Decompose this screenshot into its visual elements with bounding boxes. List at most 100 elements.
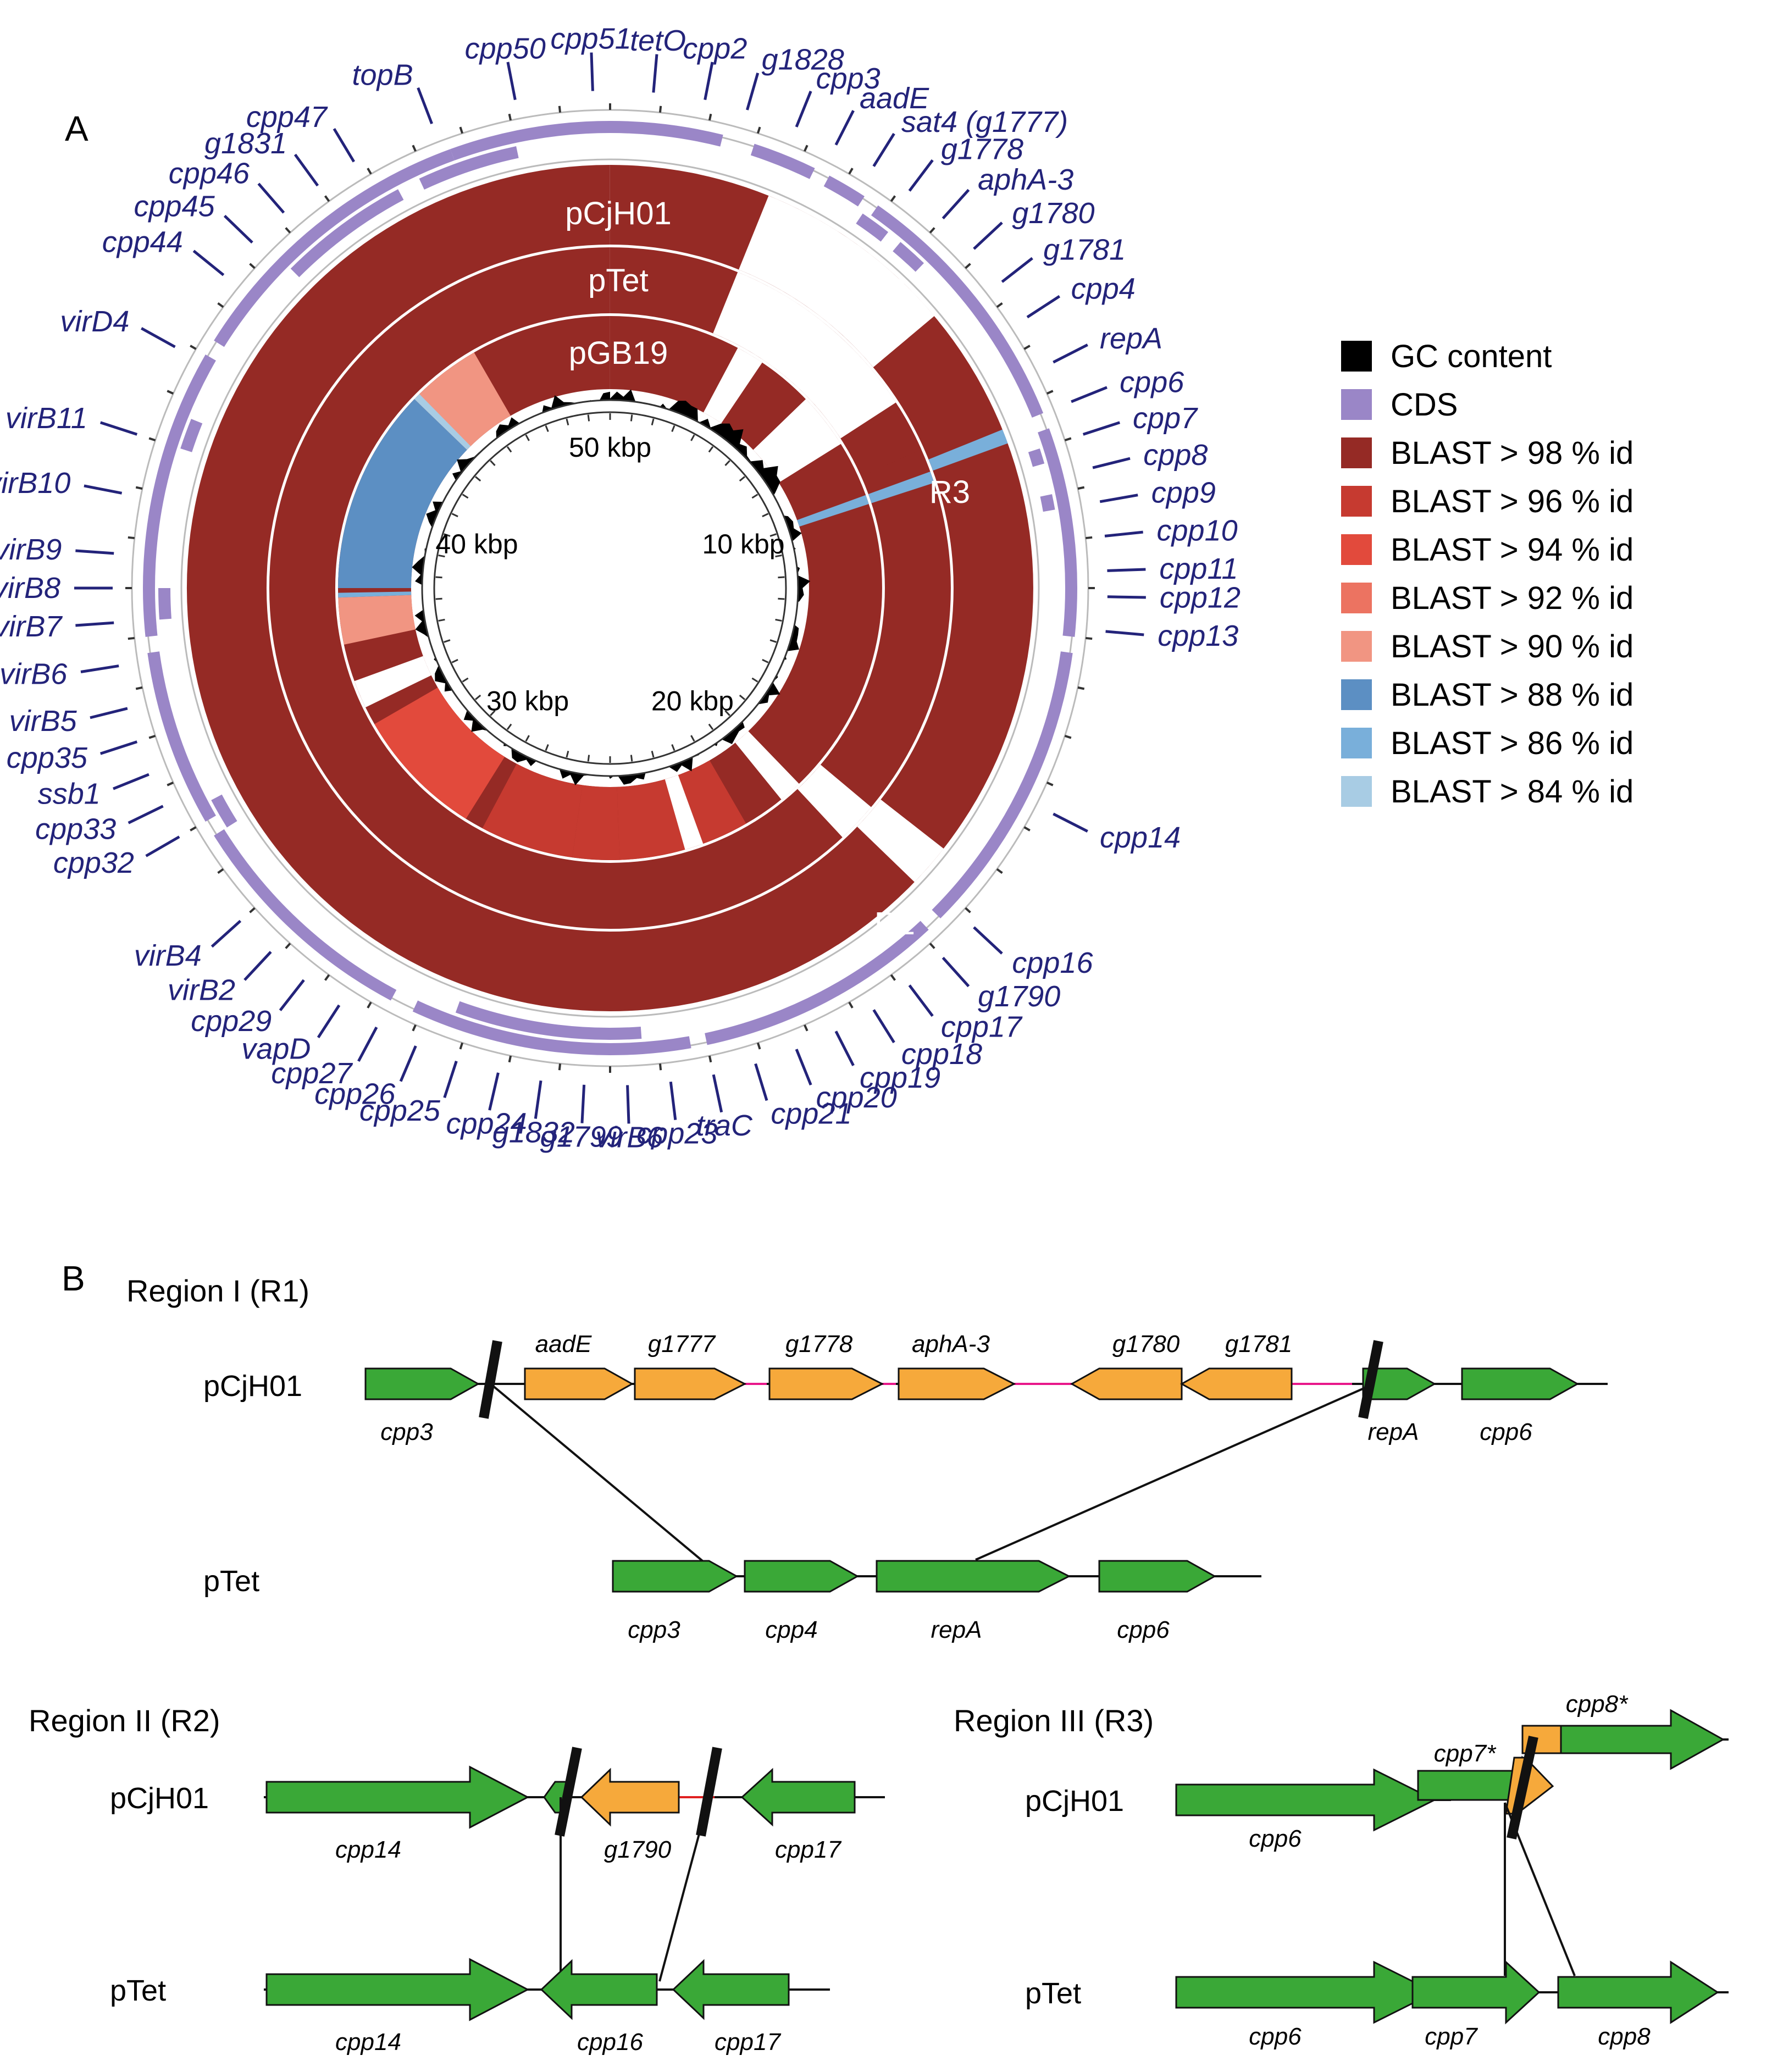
legend-label: BLAST > 86 % id xyxy=(1391,725,1633,761)
gene-tick xyxy=(294,153,319,187)
gene-cpp17 xyxy=(740,1768,856,1827)
outer-tick xyxy=(148,437,156,442)
gene-cpp8-star xyxy=(1560,1709,1725,1770)
outer-tick xyxy=(459,1042,464,1050)
gene-label-cpp51: cpp51 xyxy=(551,23,632,56)
outer-tick xyxy=(167,782,174,786)
label-cpp8-star: cpp8* xyxy=(1566,1691,1629,1718)
outer-tick xyxy=(249,263,256,269)
gene-label-cpp20: cpp20 xyxy=(816,1081,897,1114)
gene-g1790 xyxy=(580,1768,680,1827)
outer-tick xyxy=(167,390,174,395)
cds-segment xyxy=(893,242,924,272)
gene-cpp6 xyxy=(1461,1367,1580,1400)
gene-label-virD4: virD4 xyxy=(60,305,129,338)
gene-label-cpp27: cpp27 xyxy=(271,1057,353,1090)
gene-tick xyxy=(1053,344,1088,364)
label-cpp17-ptet: cpp17 xyxy=(715,2029,781,2056)
outer-tick xyxy=(217,868,224,874)
outer-tick xyxy=(965,907,971,913)
label-aadE: aadE xyxy=(535,1331,592,1358)
blast-gap-r2 xyxy=(857,799,944,882)
gene-label-virB6: virB6 xyxy=(0,657,68,690)
gene-cpp3-ptet xyxy=(612,1560,739,1593)
gene-g1780 xyxy=(1070,1367,1183,1400)
kbp-tick xyxy=(769,533,777,537)
gene-label-cpp35: cpp35 xyxy=(7,741,88,774)
gene-label-cpp19: cpp19 xyxy=(860,1061,940,1094)
cds-segment xyxy=(823,175,865,207)
gene-tick xyxy=(1105,630,1144,636)
cds-segment xyxy=(1028,448,1045,467)
kbp-tick xyxy=(490,460,496,466)
kbp-tick xyxy=(778,576,785,579)
gene-label-cpp23: cpp23 xyxy=(636,1117,717,1150)
label-cpp17: cpp17 xyxy=(775,1836,841,1863)
cds-segment xyxy=(147,651,216,822)
label-cpp4-ptet: cpp4 xyxy=(765,1616,817,1643)
outer-tick xyxy=(412,1024,417,1032)
gene-label-ssb1: ssb1 xyxy=(38,778,101,811)
gene-tick xyxy=(90,707,128,719)
cds-segment xyxy=(750,143,815,179)
outer-tick xyxy=(929,227,935,234)
kbp-tick xyxy=(671,425,675,433)
ring-label-ptet: pTet xyxy=(588,263,649,298)
cds-segment xyxy=(455,1001,642,1040)
gene-label-cpp44: cpp44 xyxy=(102,226,183,259)
kbp-tick xyxy=(566,418,569,425)
blast-rings xyxy=(186,165,1033,1012)
gene-tick xyxy=(257,182,285,214)
gene-cpp17-ptet xyxy=(672,1959,790,2020)
kbp-tick xyxy=(708,446,714,453)
gene-label-g1828: g1828 xyxy=(762,43,844,76)
kbp-tick xyxy=(525,735,530,742)
gene-g1778 xyxy=(768,1367,884,1400)
gene-tick xyxy=(973,926,1003,955)
gene-tick xyxy=(84,484,123,495)
label-cpp8-ptet: cpp8 xyxy=(1598,2023,1651,2050)
legend-label: BLAST > 88 % id xyxy=(1391,677,1633,713)
gene-tick xyxy=(223,214,253,244)
gene-tick xyxy=(652,54,658,93)
outer-tick xyxy=(1086,636,1093,640)
kbp-tick xyxy=(651,418,655,425)
legend-label: BLAST > 84 % id xyxy=(1391,774,1633,810)
outer-tick xyxy=(708,1055,712,1063)
outer-tick xyxy=(324,195,330,202)
gene-repA-ptet xyxy=(876,1560,1071,1593)
kbp-tick xyxy=(708,723,714,730)
outer-tick xyxy=(135,686,143,690)
kbp-tick xyxy=(762,513,769,518)
outer-tick xyxy=(459,126,464,134)
outer-tick xyxy=(285,227,291,234)
cds-segment xyxy=(290,189,404,278)
cds-segment xyxy=(1040,494,1055,512)
label-cpp14: cpp14 xyxy=(335,1836,401,1863)
legend-label: BLAST > 94 % id xyxy=(1391,532,1633,568)
kbp-tick xyxy=(630,414,633,422)
blast-gap xyxy=(735,731,799,800)
gene-label-vapD: vapD xyxy=(241,1033,311,1066)
region-label-r2: R2 xyxy=(874,906,915,941)
gene-tick xyxy=(75,549,114,555)
blast-block xyxy=(338,595,416,645)
outer-tick xyxy=(148,734,156,739)
kbp-tick xyxy=(438,618,445,622)
gene-label-cpp4: cpp4 xyxy=(1071,272,1136,305)
legend-label: CDS xyxy=(1391,387,1458,423)
outer-tick xyxy=(1064,437,1072,442)
gc-content-baseline xyxy=(422,400,798,776)
gene-label-cpp18: cpp18 xyxy=(901,1038,982,1071)
legend-swatch xyxy=(1341,534,1372,565)
gene-tick xyxy=(243,951,272,981)
gene-cpp6-r3-ptet xyxy=(1175,1960,1437,2024)
region-3-row-ptet: pTet xyxy=(1025,1977,1081,2010)
outer-tick xyxy=(658,106,662,113)
gene-label-aphA-3: aphA-3 xyxy=(978,163,1073,196)
gene-label-virB9: virB9 xyxy=(0,533,62,566)
label-repA-ptet: repA xyxy=(931,1616,982,1643)
